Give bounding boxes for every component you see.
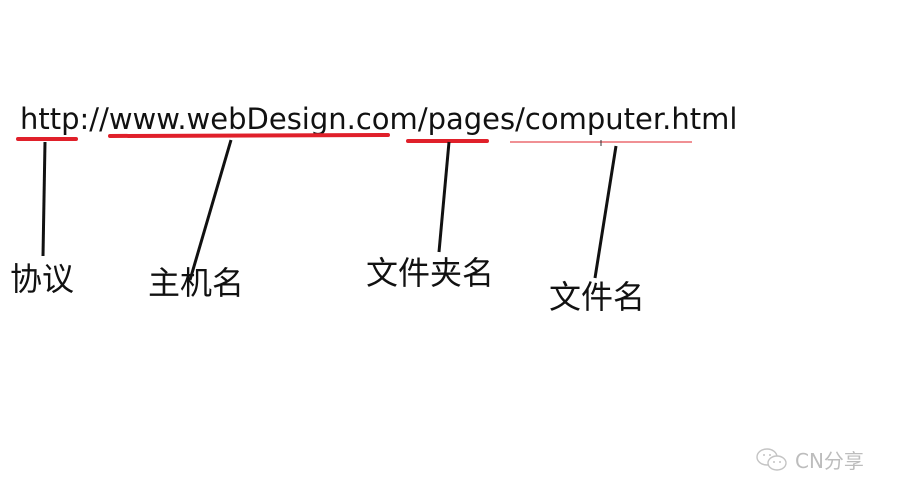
watermark: CN分享 [755,445,864,474]
label-host: 主机名 [148,264,245,302]
url-text: http://www.webDesign.com/pages/computer.… [20,102,737,136]
url-separator: :// [79,102,109,136]
url-protocol: http [20,102,80,136]
url-file: computer.html [524,102,738,136]
label-file: 文件名 [549,278,646,316]
url-separator: / [417,102,428,136]
url-host: www.webDesign.com [108,102,418,136]
host-underline [108,133,390,138]
folder-pointer [437,141,451,253]
label-protocol: 协议 [10,260,75,298]
url-separator: / [515,102,525,136]
file-pointer [593,145,618,279]
protocol-pointer [41,141,47,257]
host-pointer [188,139,233,281]
wechat-icon [756,447,787,471]
watermark-text: CN分享 [795,449,864,473]
url-folder: pages [427,102,516,136]
label-folder: 文件夹名 [366,254,495,292]
